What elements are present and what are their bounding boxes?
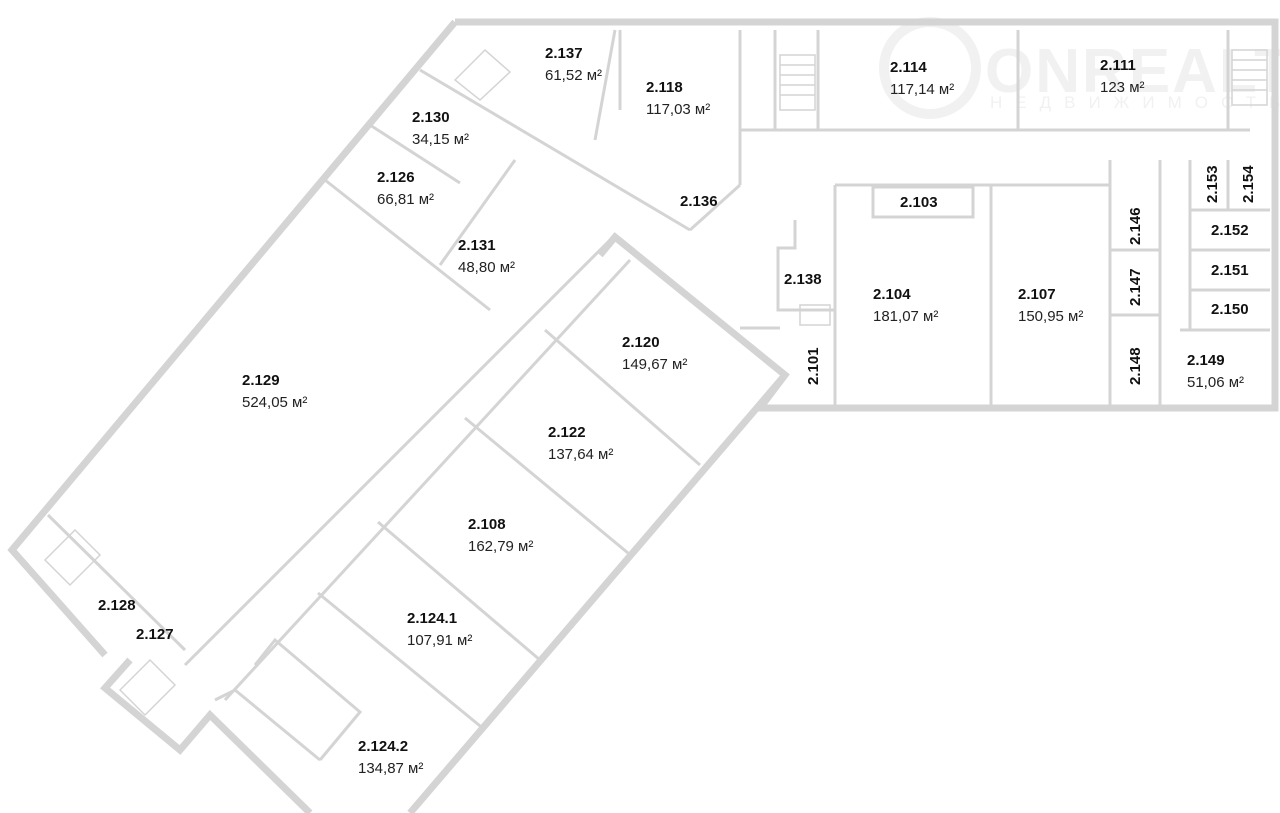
room-2-104: 2.104 181,07 м² (873, 286, 938, 325)
room-2-131: 2.131 48,80 м² (458, 237, 515, 276)
room-2-129: 2.129 524,05 м² (242, 372, 307, 411)
room-number: 2.107 (1018, 286, 1056, 303)
room-number: 2.137 (545, 45, 583, 62)
room-2-128: 2.128 (98, 597, 136, 614)
room-number: 2.122 (548, 424, 586, 441)
room-2-148: 2.148 (1127, 347, 1144, 385)
room-number: 2.114 (890, 59, 927, 76)
room-area: 107,91 м² (407, 632, 472, 649)
room-2-118: 2.118 117,03 м² (646, 79, 710, 118)
room-2-153: 2.153 (1204, 165, 1221, 203)
room-number: 2.124.1 (407, 610, 457, 627)
room-2-154: 2.154 (1240, 165, 1257, 203)
outer-walls (7, 18, 1279, 813)
room-2-103: 2.103 (900, 194, 938, 211)
room-2-124-1: 2.124.1 107,91 м² (407, 610, 472, 649)
room-2-120: 2.120 149,67 м² (622, 334, 687, 373)
room-2-122: 2.122 137,64 м² (548, 424, 613, 463)
room-labels: 2.137 61,52 м² 2.118 117,03 м² 2.114 117,14… (98, 45, 1257, 777)
room-2-107: 2.107 150,95 м² (1018, 286, 1083, 325)
room-number: 2.111 (1100, 57, 1136, 74)
room-2-138: 2.138 (784, 271, 822, 288)
room-2-152: 2.152 (1211, 222, 1249, 239)
room-area: 66,81 м² (377, 191, 434, 208)
room-area: 61,52 м² (545, 67, 602, 84)
room-area: 137,64 м² (548, 446, 613, 463)
room-area: 51,06 м² (1187, 374, 1244, 391)
room-2-108: 2.108 162,79 м² (468, 516, 533, 555)
room-area: 48,80 м² (458, 259, 515, 276)
room-2-147: 2.147 (1127, 268, 1144, 306)
room-2-111: 2.111 123 м² (1100, 57, 1145, 96)
room-number: 2.130 (412, 109, 450, 126)
room-2-101: 2.101 (805, 347, 822, 385)
room-number: 2.136 (680, 193, 718, 210)
room-area: 123 м² (1100, 79, 1145, 96)
room-number: 2.124.2 (358, 738, 408, 755)
room-area: 149,67 м² (622, 356, 687, 373)
room-2-149: 2.149 51,06 м² (1187, 352, 1244, 391)
room-number: 2.120 (622, 334, 660, 351)
room-number: 2.103 (900, 194, 938, 211)
room-number: 2.108 (468, 516, 506, 533)
room-number: 2.126 (377, 169, 415, 186)
room-2-114: 2.114 117,14 м² (890, 59, 954, 98)
room-2-150: 2.150 (1211, 301, 1249, 318)
room-number: 2.149 (1187, 352, 1225, 369)
room-area: 117,14 м² (890, 81, 954, 98)
room-number: 2.131 (458, 237, 496, 254)
stairs-icon (43, 48, 1268, 717)
watermark-brand: ONREALT (985, 37, 1280, 106)
room-number: 2.118 (646, 79, 683, 96)
room-2-151: 2.151 (1211, 262, 1249, 279)
watermark: ONREALT НЕДВИЖИМОСТЬ (879, 17, 1280, 119)
room-2-137: 2.137 61,52 м² (545, 45, 602, 84)
room-area: 150,95 м² (1018, 308, 1083, 325)
room-number: 2.138 (784, 271, 822, 288)
room-area: 117,03 м² (646, 101, 710, 118)
room-2-126: 2.126 66,81 м² (377, 169, 434, 208)
room-area: 134,87 м² (358, 760, 423, 777)
room-area: 162,79 м² (468, 538, 533, 555)
room-2-127: 2.127 (136, 626, 174, 643)
room-area: 34,15 м² (412, 131, 469, 148)
room-2-130: 2.130 34,15 м² (412, 109, 469, 148)
room-2-146: 2.146 (1127, 207, 1144, 245)
room-number: 2.129 (242, 372, 280, 389)
room-area: 181,07 м² (873, 308, 938, 325)
room-area: 524,05 м² (242, 394, 307, 411)
room-number: 2.104 (873, 286, 911, 303)
watermark-subtitle: НЕДВИЖИМОСТЬ (990, 93, 1280, 112)
interior-walls (43, 29, 1270, 762)
room-2-136: 2.136 (680, 193, 718, 210)
room-2-124-2: 2.124.2 134,87 м² (358, 738, 423, 777)
